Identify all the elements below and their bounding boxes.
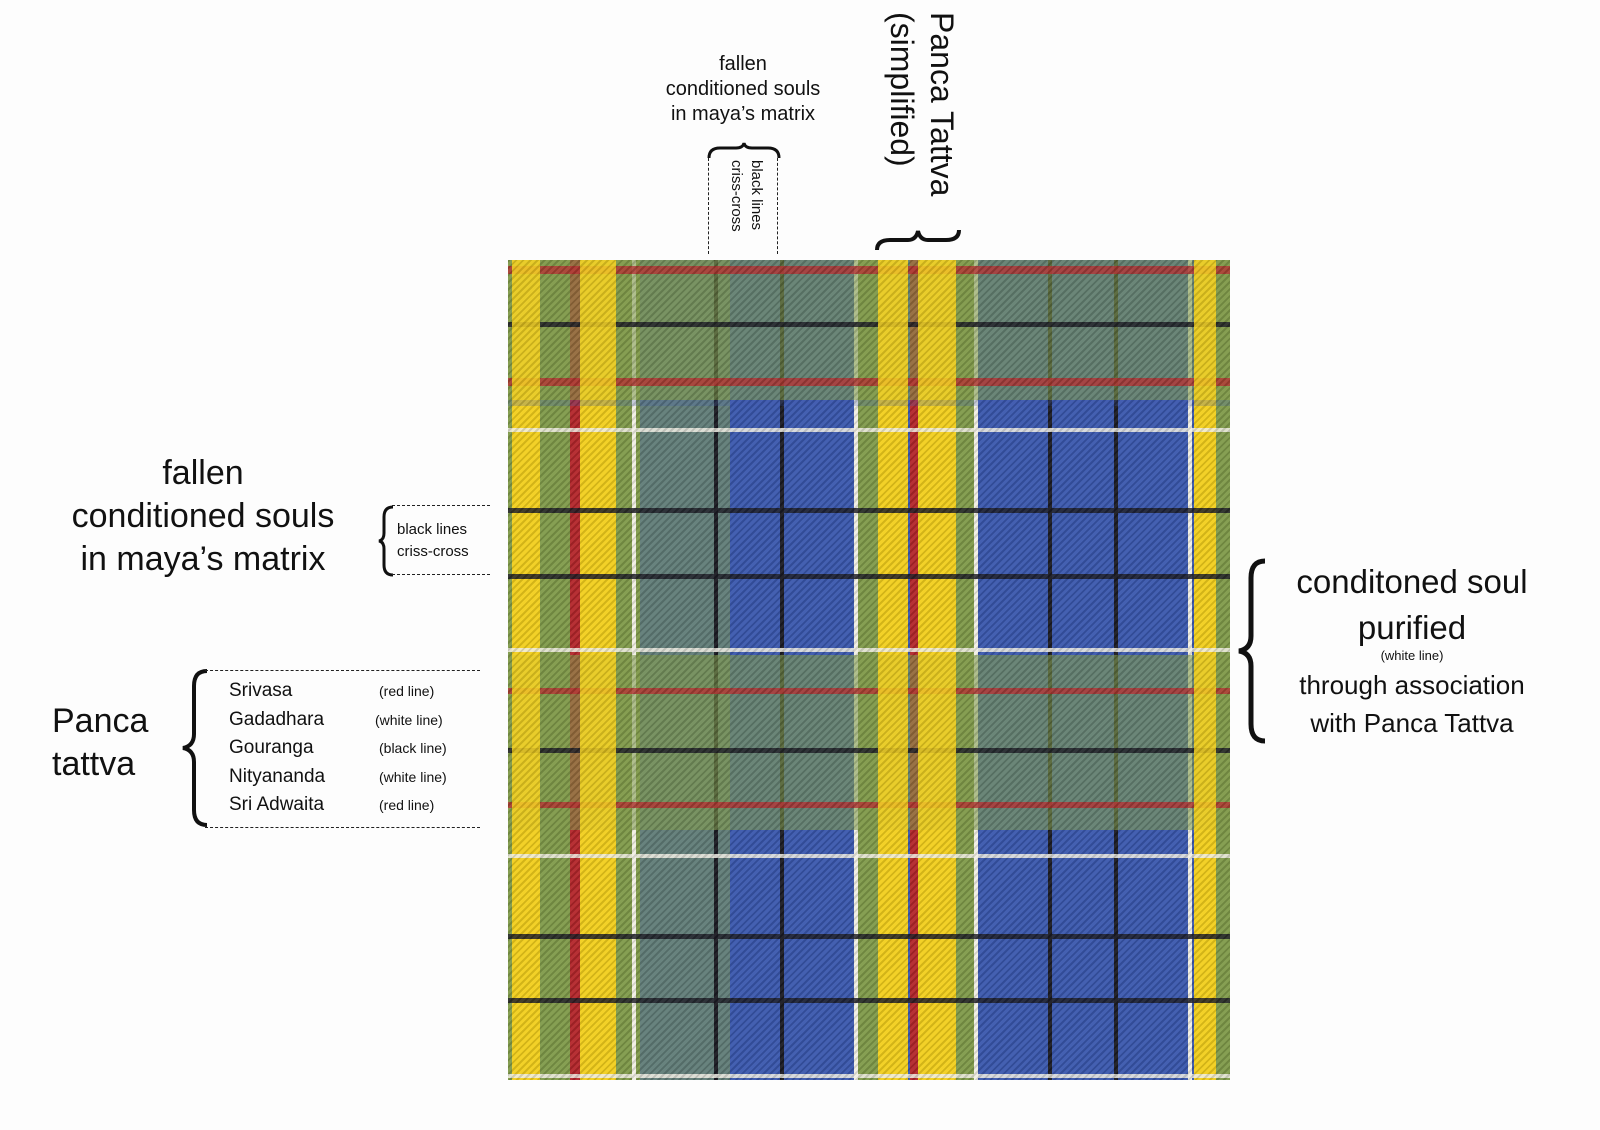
panca-brace-icon [875,229,961,251]
label-line: conditioned souls [665,78,821,100]
label-line: black lines [748,160,765,231]
label-line: fallen [162,454,244,492]
horizontal-stripe-blue [508,400,1230,406]
subtitle: (simplified) [884,12,920,167]
member-name: Nityananda [229,765,326,787]
horizontal-stripe-black [508,748,1230,753]
right-brace-icon [1238,558,1266,744]
left-box-label: black lines criss-cross [397,519,469,563]
label-line: criss-cross [397,543,469,560]
label-line: purified [1357,609,1467,646]
top-fallen-souls-label: fallen conditioned souls in maya’s matri… [610,52,876,127]
top-dashed-box [708,158,778,254]
member-name: Gouranga [229,737,314,758]
panca-list-dashed-box [205,670,480,828]
horizontal-stripe-red [508,688,1230,694]
label-line: through association [1299,670,1525,700]
horizontal-stripe-white [508,854,1230,858]
panca-tattva-vertical-title: Panca Tattva (simplified) [882,12,962,196]
tartan-fabric-image [508,260,1230,1080]
yellow-block [512,260,540,400]
label-line: conditioned souls [71,497,335,535]
label-line: Panca [52,702,149,740]
horizontal-stripe-black [508,322,1230,327]
label-line: tattva [52,745,136,783]
label-line: in maya’s matrix [670,103,816,125]
left-fallen-souls-label: fallen conditioned souls in maya’s matri… [30,452,376,581]
horizontal-stripe-black [508,508,1230,513]
list-item: Sri Adwaita (red line) [229,791,479,820]
horizontal-stripe-white [508,428,1230,432]
horizontal-stripe-red [508,378,1230,386]
yellow-block [878,655,908,830]
yellow-block [580,655,616,830]
member-line-color: (red line) [379,683,435,699]
member-name: Sri Adwaita [229,794,325,815]
list-item: Nityananda (white line) [229,763,479,792]
yellow-block [1194,260,1216,400]
member-line-color: (black line) [379,740,447,756]
label-note: (white line) [1380,648,1444,663]
label-line: fallen [719,53,767,75]
member-name: Gadadhara [229,708,325,730]
horizontal-stripe-green [508,655,1230,830]
yellow-block [878,260,908,400]
horizontal-stripe-green [508,260,1230,400]
right-purified-label: conditoned soul purified (white line) th… [1262,562,1562,740]
panca-members-list: Srivasa(red line) Gadadhara(white line) … [229,677,479,820]
horizontal-stripe-black [508,574,1230,579]
horizontal-stripe-red [508,266,1230,274]
list-item: Srivasa (red line) [229,677,479,706]
label-line: with Panca Tattva [1310,708,1514,738]
list-item: Gouranga (black line) [229,734,479,763]
member-line-color: (red line) [379,797,435,813]
label-line: in maya’s matrix [80,540,326,578]
title: Panca Tattva [924,12,960,197]
label-line: conditoned soul [1296,563,1528,600]
top-brace-icon [707,142,781,159]
label-line: black lines [397,521,468,538]
list-item: Gadadhara (white line) [229,706,479,735]
horizontal-stripe-black [508,998,1230,1003]
yellow-block [580,260,616,400]
twill-texture [508,260,1230,1080]
member-line-color: (white line) [379,768,447,785]
horizontal-stripe-black [508,934,1230,939]
yellow-block [512,655,540,830]
top-box-label: black lines criss-cross [726,160,766,232]
label-line: criss-cross [728,160,745,232]
horizontal-stripe-white [508,648,1230,652]
panca-tattva-left-label: Panca tattva [52,700,148,786]
yellow-block [918,260,956,400]
yellow-block [918,655,956,830]
yellow-block [1194,655,1216,830]
horizontal-stripe-red [508,802,1230,808]
left-dashed-box [392,505,490,575]
panca-list-brace-icon [182,669,208,827]
member-name: Srivasa [229,680,293,701]
left-box-brace-icon [378,505,394,577]
member-line-color: (white line) [375,711,443,728]
horizontal-stripe-white [508,1074,1230,1078]
